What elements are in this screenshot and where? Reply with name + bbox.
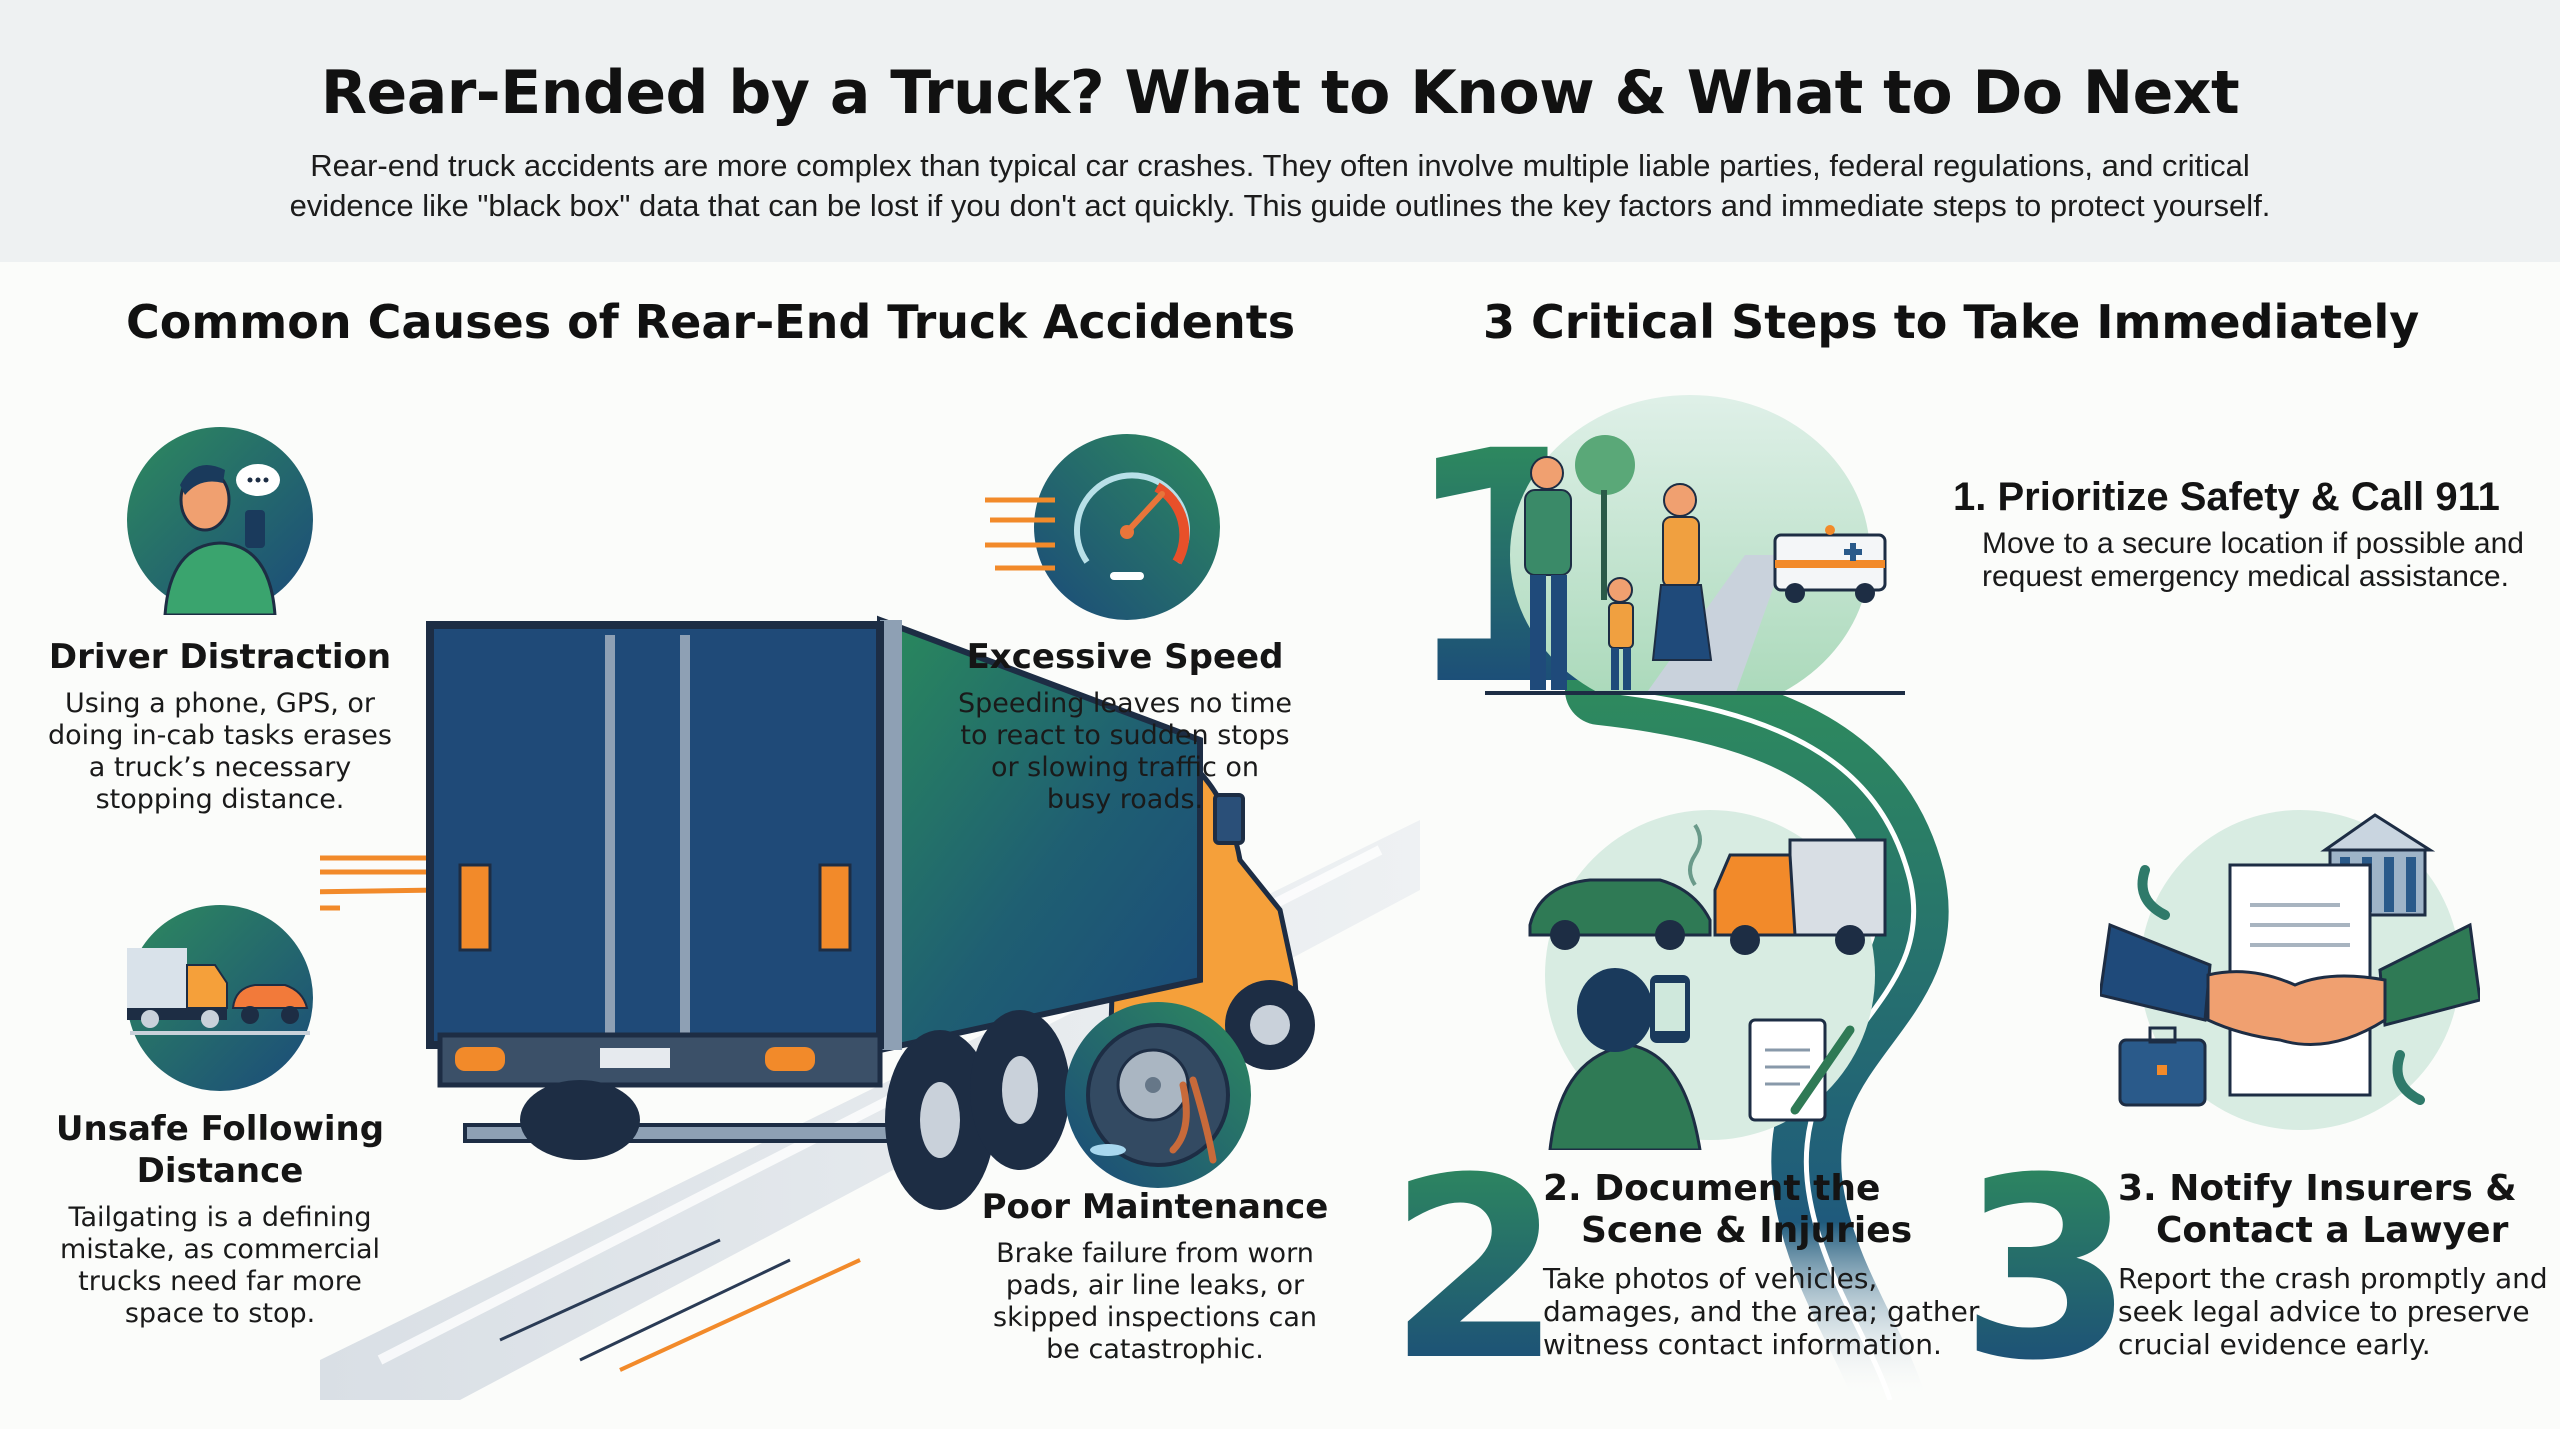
distracted-driver-phone-icon (127, 427, 313, 615)
header-band (0, 0, 2560, 262)
step-1-title: 1. Prioritize Safety & Call 911 (1953, 475, 2500, 519)
step-3-title: 3. Notify Insurers & Contact a Lawyer (2118, 1168, 2517, 1251)
cause-desc-excessive-speed: Speeding leaves no time to react to sudd… (957, 688, 1293, 815)
page-subtitle: Rear-end truck accidents are more comple… (280, 146, 2280, 226)
step-3-desc: Report the crash promptly and seek legal… (2118, 1262, 2548, 1361)
cause-title-poor-maintenance: Poor Maintenance (981, 1187, 1329, 1227)
step-2-title: 2. Document the Scene & Injuries (1543, 1168, 1913, 1251)
speedometer-icon (1034, 434, 1220, 620)
causes-heading: Common Causes of Rear-End Truck Accident… (126, 295, 1296, 349)
step-3-numeral: 3 (1960, 1124, 2134, 1415)
cause-desc-driver-distraction: Using a phone, GPS, or doing in-cab task… (48, 688, 392, 815)
step-2-numeral: 2 (1388, 1124, 1562, 1415)
step-1-desc: Move to a secure location if possible an… (1982, 527, 2524, 593)
page-title: Rear-Ended by a Truck? What to Know & Wh… (320, 58, 2240, 128)
subtitle-line-1: Rear-end truck accidents are more comple… (310, 148, 2250, 183)
handshake-lawyer-insurance-illustration (2100, 810, 2480, 1130)
cause-title-excessive-speed: Excessive Speed (966, 637, 1284, 677)
cause-desc-poor-maintenance: Brake failure from worn pads, air line l… (993, 1238, 1317, 1365)
cause-title-unsafe-following: Unsafe Following Distance (55, 1109, 385, 1191)
tailgating-truck-car-icon (127, 905, 313, 1091)
photographing-crash-scene-illustration (1528, 810, 1887, 1150)
winding-road-connector (1565, 680, 1949, 1400)
steps-heading: 3 Critical Steps to Take Immediately (1483, 295, 2420, 349)
truck-rear-illustration (320, 615, 1420, 1400)
step-2-desc: Take photos of vehicles, damages, and th… (1543, 1262, 1980, 1361)
family-ambulance-safety-illustration (1485, 395, 1905, 695)
speed-lines-icon (985, 497, 1055, 571)
cause-title-driver-distraction: Driver Distraction (48, 637, 392, 677)
worn-tire-brake-icon (1065, 1002, 1251, 1188)
cause-desc-unsafe-following: Tailgating is a defining mistake, as com… (59, 1202, 381, 1329)
subtitle-line-2: evidence like "black box" data that can … (289, 188, 2271, 223)
